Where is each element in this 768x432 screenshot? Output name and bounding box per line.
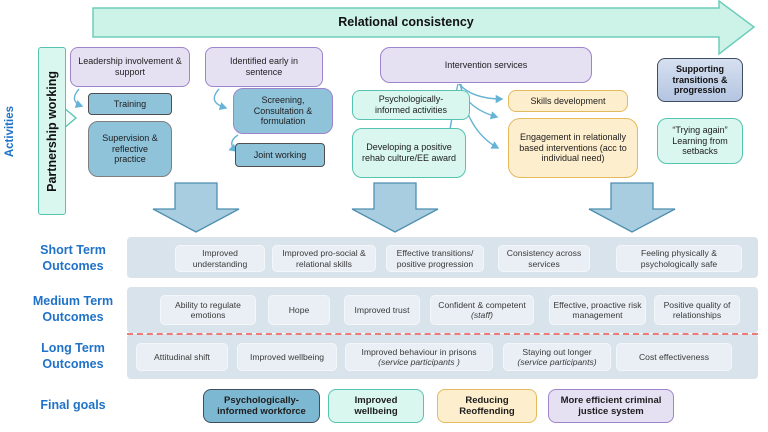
activity-supervision-label: Supervision & reflective practice <box>102 133 158 165</box>
activity-screening-box: Screening, Consultation & formulation <box>233 88 333 134</box>
activity-rehab-culture-label: Developing a positive rehab culture/EE a… <box>361 142 457 163</box>
goal-improved-wellbeing-box: Improved wellbeing <box>328 389 424 423</box>
activities-axis-label: Activities <box>2 88 18 176</box>
long-term-chip: Staying out longer (service participants… <box>503 343 611 371</box>
medium-term-chip: Confident & competent (staff) <box>430 295 534 325</box>
long-term-label: Long Term Outcomes <box>41 341 105 371</box>
relational-consistency-arrow <box>92 0 756 56</box>
chip-text: Cost effectiveness <box>638 351 710 362</box>
long-term-chip: Cost effectiveness <box>616 343 732 371</box>
connector-screening-joint-icon <box>228 134 239 152</box>
activity-trying-again-box: “Trying again” Learning from setbacks <box>657 118 743 164</box>
activity-skills-label: Skills development <box>530 95 606 106</box>
down-arrow-right-icon <box>588 182 676 233</box>
chip-text: Effective transitions/ positive progress… <box>396 248 474 269</box>
activity-supervision-box: Supervision & reflective practice <box>88 121 172 177</box>
activities-axis-text: Activities <box>4 106 16 158</box>
chip-text: Improved wellbeing <box>249 351 325 362</box>
chip-text: Staying out longer <box>522 346 592 357</box>
down-arrow-left-icon <box>152 182 240 233</box>
chip-text: Ability to regulate emotions <box>175 299 241 320</box>
chip-text: Improved understanding <box>192 248 248 269</box>
chip-text: Consistency across services <box>506 248 582 269</box>
chip-text: Attitudinal shift <box>154 351 210 362</box>
short-term-chip: Consistency across services <box>498 245 590 272</box>
activity-supporting-label: Supporting transitions & progression <box>672 64 728 96</box>
short-term-chip: Improved understanding <box>175 245 265 272</box>
goal-criminal-justice-box: More efficient criminal justice system <box>548 389 674 423</box>
activity-engagement-label: Engagement in relationally based interve… <box>519 132 627 164</box>
activity-joint-working-label: Joint working <box>253 149 307 160</box>
medium-term-chip: Effective, proactive risk management <box>549 295 646 325</box>
short-term-chip: Feeling physically & psychologically saf… <box>616 245 742 272</box>
chip-subtext: (service participants ) <box>378 357 460 367</box>
long-term-chip: Improved wellbeing <box>237 343 337 371</box>
activity-psych-activities-box: Psychologically-informed activities <box>352 90 470 120</box>
partnership-working-label: Partnership working <box>45 70 59 192</box>
long-term-chip: Attitudinal shift <box>136 343 228 371</box>
activity-identified-box: Identified early in sentence <box>205 47 323 87</box>
activity-supporting-box: Supporting transitions & progression <box>657 58 743 102</box>
activity-identified-label: Identified early in sentence <box>229 56 299 77</box>
goal-reducing-reoffending-box: Reducing Reoffending <box>437 389 537 423</box>
medium-term-chip: Positive quality of relationships <box>654 295 740 325</box>
long-term-chip: Improved behaviour in prisons (service p… <box>345 343 493 371</box>
partnership-working-box: Partnership working <box>38 47 66 215</box>
goal-psych-workforce-label: Psychologically-informed workforce <box>217 394 306 417</box>
chip-subtext: (service participants) <box>517 357 597 367</box>
activity-intervention-label: Intervention services <box>444 59 528 70</box>
medium-term-label: Medium Term Outcomes <box>32 294 114 324</box>
goal-psych-workforce-box: Psychologically-informed workforce <box>203 389 320 423</box>
chip-text: Effective, proactive risk management <box>553 299 642 320</box>
activity-training-label: Training <box>113 98 147 109</box>
down-arrow-middle-icon <box>351 182 439 233</box>
chip-text: Confident & competent <box>438 299 526 310</box>
activity-skills-box: Skills development <box>508 90 628 112</box>
activity-intervention-box: Intervention services <box>380 47 592 83</box>
activity-training-box: Training <box>88 93 172 115</box>
chip-text: Improved pro-social & relational skills <box>282 248 366 269</box>
activity-joint-working-box: Joint working <box>235 143 325 167</box>
connector-identified-screening-icon <box>213 88 228 111</box>
activity-engagement-box: Engagement in relationally based interve… <box>508 118 638 178</box>
chip-subtext: (staff) <box>471 310 493 320</box>
medium-term-chip: Ability to regulate emotions <box>160 295 256 325</box>
chip-text: Positive quality of relationships <box>663 299 731 320</box>
goal-criminal-justice-label: More efficient criminal justice system <box>560 394 662 417</box>
short-term-chip: Improved pro-social & relational skills <box>272 245 376 272</box>
short-term-label: Short Term Outcomes <box>40 243 106 273</box>
activity-leadership-box: Leadership involvement & support <box>70 47 190 87</box>
activity-psych-activities-label: Psychologically-informed activities <box>374 94 448 115</box>
relational-consistency-label: Relational consistency <box>338 15 474 29</box>
chip-text: Improved behaviour in prisons <box>361 346 477 357</box>
activity-screening-label: Screening, Consultation & formulation <box>253 95 313 127</box>
goal-improved-wellbeing-label: Improved wellbeing <box>354 394 398 417</box>
activity-trying-again-label: “Trying again” Learning from setbacks <box>672 125 728 157</box>
chip-text: Feeling physically & psychologically saf… <box>640 248 718 269</box>
connector-leadership-training-icon <box>73 88 84 108</box>
medium-term-chip: Hope <box>268 295 330 325</box>
goal-reducing-reoffending-label: Reducing Reoffending <box>459 394 515 417</box>
chip-text: Hope <box>288 304 310 315</box>
activity-rehab-culture-box: Developing a positive rehab culture/EE a… <box>352 128 466 178</box>
activity-leadership-label: Leadership involvement & support <box>78 56 182 77</box>
short-term-chip: Effective transitions/ positive progress… <box>386 245 484 272</box>
long-term-dashed-divider <box>127 333 758 335</box>
final-goals-label: Final goals <box>40 398 106 412</box>
medium-term-chip: Improved trust <box>344 295 420 325</box>
chip-text: Improved trust <box>354 304 410 315</box>
